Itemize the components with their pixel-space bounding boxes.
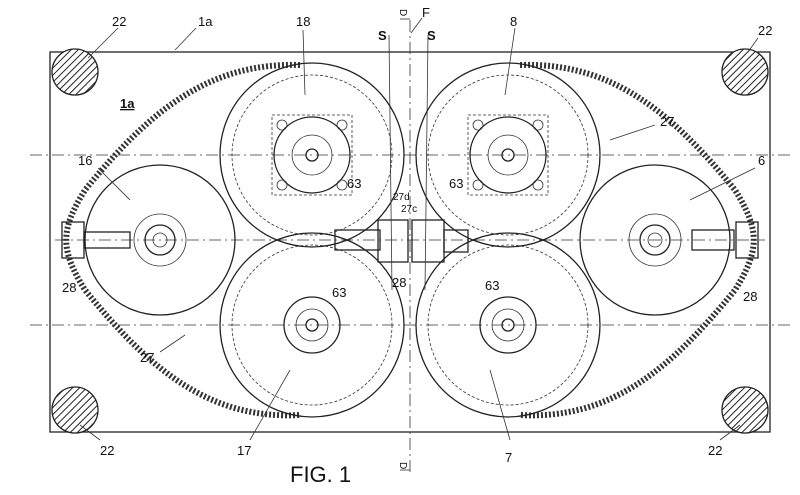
label-22-top-left: 22: [112, 14, 126, 29]
f-leader: [411, 18, 422, 33]
label-1a-inner: 1a: [120, 96, 135, 111]
label-63-d: 63: [485, 278, 499, 293]
label-section-bottom: D: [397, 462, 408, 469]
label-s-right: S: [427, 28, 436, 43]
label-28-left: 28: [62, 280, 76, 295]
label-6: 6: [758, 153, 765, 168]
label-7: 7: [505, 450, 512, 465]
label-16: 16: [78, 153, 92, 168]
label-22-bottom-right: 22: [708, 443, 722, 458]
label-27-right: 27: [660, 114, 674, 129]
label-27c: 27c: [401, 204, 417, 215]
label-f: F: [422, 5, 430, 20]
label-27-left: 27: [140, 350, 154, 365]
label-28-right: 28: [743, 289, 757, 304]
s-line-right: [425, 35, 428, 290]
label-63-b: 63: [449, 176, 463, 191]
label-s-left: S: [378, 28, 387, 43]
label-63-c: 63: [332, 285, 346, 300]
leader-lines: [80, 28, 758, 440]
label-22-bottom-left: 22: [100, 443, 114, 458]
label-63-a: 63: [347, 176, 361, 191]
figure-caption: FIG. 1: [290, 462, 351, 487]
label-18: 18: [296, 14, 310, 29]
label-22-top-right: 22: [758, 23, 772, 38]
label-17: 17: [237, 443, 251, 458]
label-8: 8: [510, 14, 517, 29]
label-section-top: D: [397, 9, 408, 16]
label-27d: 27d: [393, 192, 410, 203]
label-1a-top: 1a: [198, 14, 213, 29]
label-28-center: 28: [392, 275, 406, 290]
